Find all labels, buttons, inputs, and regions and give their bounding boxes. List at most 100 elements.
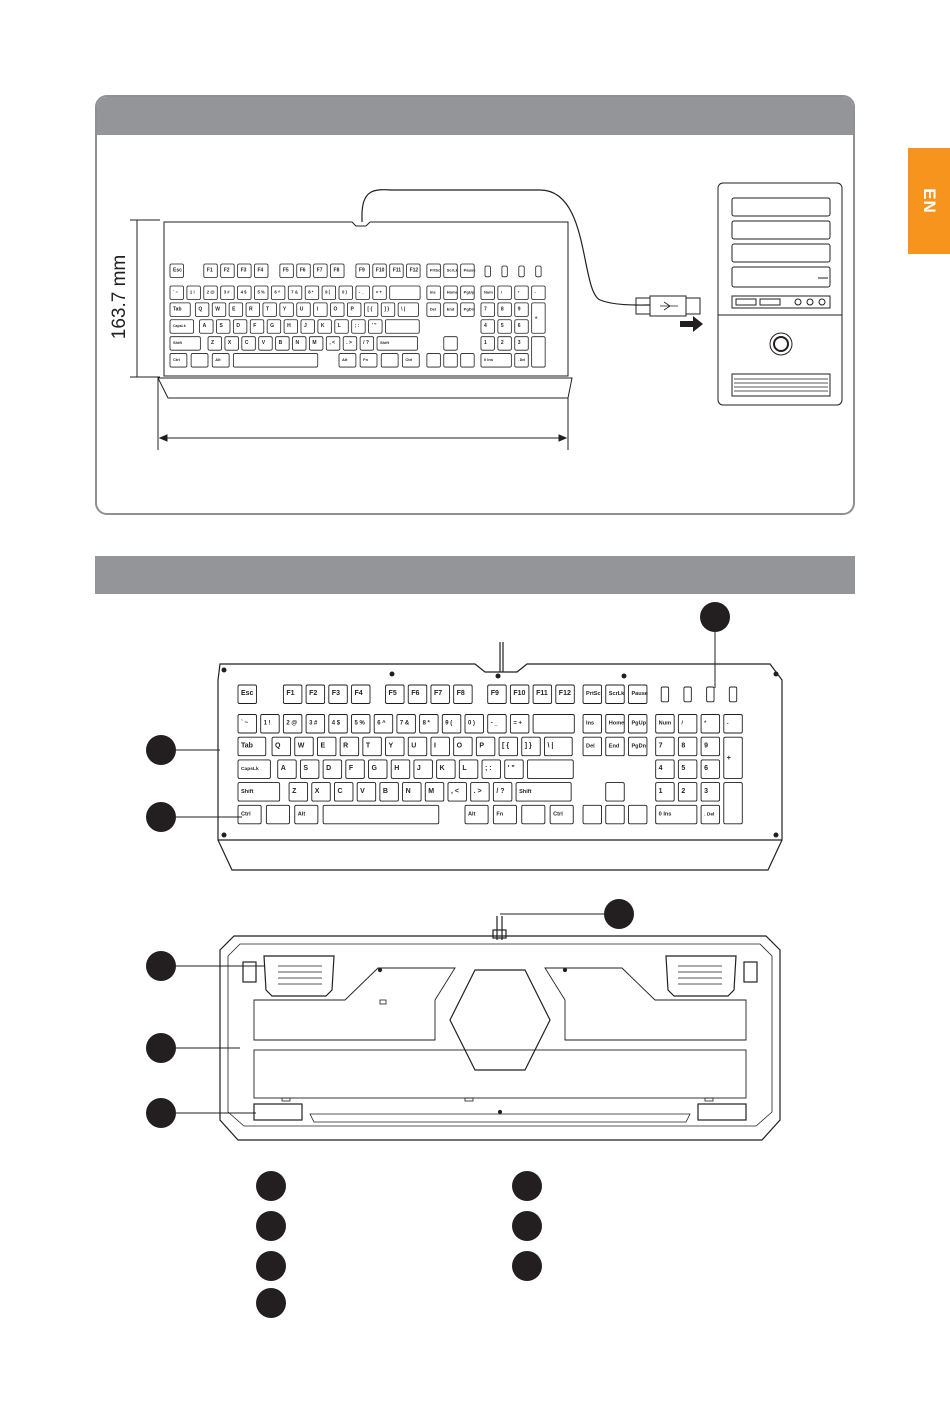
keycap-label: I [317,306,319,312]
keycap [338,353,357,368]
keycap [385,684,405,704]
keycap-label: P [479,742,484,749]
callout-marker [146,735,176,765]
keycap [368,319,383,334]
keycap-label: ; : [355,323,360,329]
keycap [224,336,239,351]
keycap [211,302,227,317]
keycap-label: ScrLk [447,267,459,272]
keycap [305,684,326,704]
keycap-label: Ctrl [173,357,180,362]
keycap [237,684,257,704]
keycap [453,736,473,757]
screw [773,832,779,838]
keycap-label: 8 [681,742,685,749]
keycap [254,263,269,278]
screw [495,673,501,679]
keycap [232,353,319,368]
keycap [373,714,394,734]
keycap-label: CapsLk [173,324,186,328]
keycap [492,804,517,825]
keycap-label: Ins [586,721,594,727]
keycap-label: G [372,765,378,772]
keycap [397,302,419,317]
keycap [677,736,698,757]
screw [221,667,227,673]
keycap-label: Y [283,306,287,312]
pc-tower [717,182,843,406]
keycap-label: F6 [300,267,306,273]
keycap [700,736,721,757]
keycap [300,319,315,334]
keycap-label: K [440,765,445,772]
keycap-label: F5 [389,690,397,697]
callout-marker [146,1033,176,1063]
keycap [338,285,353,300]
keycap [296,302,311,317]
keycap-label: H [287,323,291,329]
keycap-label: \ | [547,742,553,749]
keycap [325,336,341,351]
keycap-label: 3 [518,340,521,346]
callout-marker [146,802,176,832]
keycap-label: F8 [457,690,465,697]
keycap [655,714,675,734]
keycap [169,336,201,351]
keycap [460,263,475,278]
keycap [288,782,309,802]
keycap [582,714,602,734]
keycap [605,684,625,704]
keycap [351,714,371,734]
keycap [487,714,507,734]
keycap-label: U [411,742,416,749]
keycap [413,759,433,779]
keycap [406,263,421,278]
keycap [453,684,473,704]
keycap [190,353,209,368]
keycap [655,736,675,757]
keycap-label: = + [376,289,383,294]
keycap [237,285,252,300]
keycap [627,714,648,734]
keycap [270,285,286,300]
keycap-label: Pause [464,267,477,272]
panel-header-bar [97,97,853,135]
keycap-label: R [249,306,253,312]
keycap [372,263,387,278]
keycap [385,736,405,757]
keycap [292,336,307,351]
keycap [294,736,314,757]
keycap-label: F10 [513,690,525,697]
keycap-label: CapsLk [241,766,259,772]
keycap-label: Shift [173,340,183,345]
keycap [279,302,294,317]
keycap-label: 5 [681,765,685,772]
keycap-label: / [501,289,503,294]
keycap-label: W [298,742,305,749]
screw [389,671,395,677]
keyboard-bottom-view [219,916,781,1141]
keycap [518,265,525,278]
keycap [396,714,416,734]
keycap-label: O [457,742,463,749]
keycap-label: 1 [659,788,663,795]
keycap-label: Shift [519,789,532,795]
keycap [345,759,365,779]
keycap [321,285,337,300]
keycap-label: F12 [559,690,571,697]
keycap [237,804,262,825]
keycap [677,782,698,802]
keycap-label: X [228,340,232,346]
keycap-label: Esc [173,267,182,273]
keycap-label: X [315,788,320,795]
legend-marker [512,1251,542,1281]
keycap [480,336,495,351]
keycap [700,759,721,779]
keycap [347,302,362,317]
keycap-label: Home [447,289,459,294]
keycap [655,782,675,802]
screw [773,671,779,677]
keycap [480,353,512,368]
